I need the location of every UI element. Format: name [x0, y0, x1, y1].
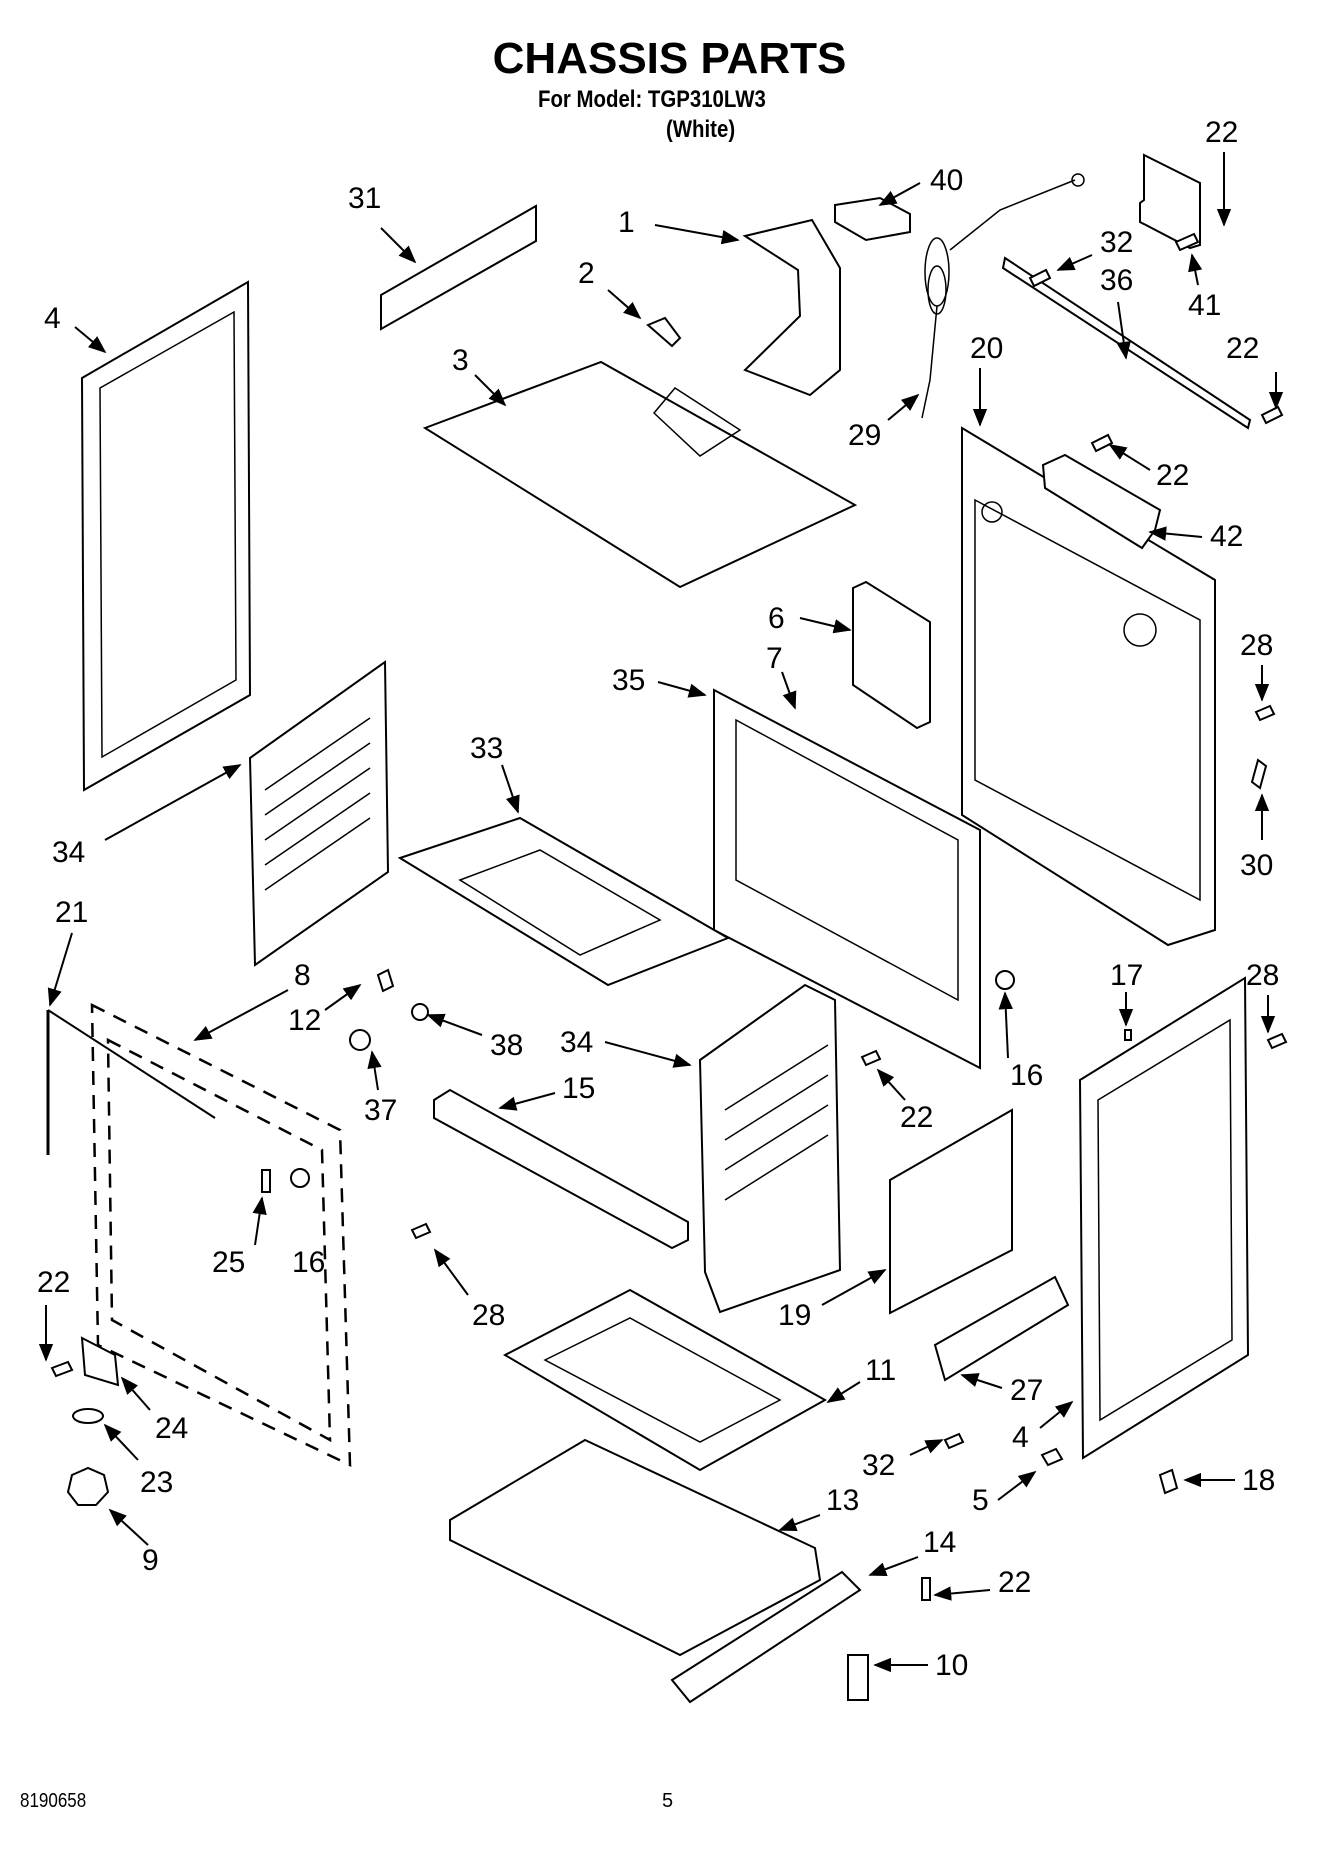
- callout-40: 40: [930, 164, 963, 197]
- part-burner-tray: [397, 816, 731, 987]
- callout-33: 33: [470, 732, 503, 765]
- callout-24: 24: [155, 1412, 188, 1445]
- part-side-panel-left: [80, 280, 252, 792]
- callout-30: 30: [1240, 849, 1273, 882]
- callout-23: 23: [140, 1466, 173, 1499]
- callout-22-right: 22: [1226, 332, 1259, 365]
- callout-12: 12: [288, 1004, 321, 1037]
- part-oven-side-right: [698, 983, 842, 1314]
- part-oven-side-left: [248, 660, 390, 967]
- callout-16-left: 16: [292, 1246, 325, 1279]
- callout-16-right: 16: [1010, 1059, 1043, 1092]
- part-leg-bracket: [80, 1336, 120, 1387]
- callout-14: 14: [923, 1526, 956, 1559]
- callout-32-bottom: 32: [862, 1449, 895, 1482]
- callout-2: 2: [578, 257, 595, 290]
- part-oven-bottom: [502, 1288, 828, 1472]
- part-front-bracket: [670, 1570, 862, 1704]
- callout-42: 42: [1210, 520, 1243, 553]
- part-insulation-sheet: [889, 1108, 1013, 1315]
- callout-22-bottom: 22: [998, 1566, 1031, 1599]
- callout-1: 1: [618, 206, 635, 239]
- document-number: 8190658: [20, 1790, 87, 1812]
- callout-22-center: 22: [900, 1101, 933, 1134]
- callout-11: 11: [865, 1354, 896, 1387]
- part-front-frame-dashed: [90, 1002, 352, 1468]
- callout-25: 25: [212, 1246, 245, 1279]
- callout-22-top-right: 22: [1205, 116, 1238, 149]
- callout-28-right-upper: 28: [1240, 629, 1273, 662]
- callout-29: 29: [848, 419, 881, 452]
- callout-34-left: 34: [52, 836, 85, 869]
- callout-19: 19: [778, 1299, 811, 1332]
- callout-7: 7: [766, 642, 783, 675]
- part-rear-panel: [961, 426, 1216, 947]
- part-insulation-strip: [380, 204, 537, 331]
- callout-31: 31: [348, 182, 381, 215]
- callout-17: 17: [1110, 959, 1143, 992]
- callout-20: 20: [970, 332, 1003, 365]
- callout-4-bottom-right: 4: [1012, 1421, 1029, 1454]
- part-washer: [72, 1408, 104, 1424]
- callout-8: 8: [294, 959, 311, 992]
- part-burner-box-bracket: [742, 218, 841, 397]
- part-oven-front-frame: [713, 688, 981, 1070]
- part-side-panel-right: [1078, 976, 1250, 1460]
- part-insulation-block: [852, 580, 931, 730]
- callout-9: 9: [142, 1544, 159, 1577]
- callout-18: 18: [1242, 1464, 1275, 1497]
- part-bottom-trim: [933, 1275, 1070, 1382]
- callout-22-mid: 22: [1156, 459, 1189, 492]
- model-color: (White): [666, 116, 736, 143]
- callout-4-top-left: 4: [44, 302, 61, 335]
- callout-36: 36: [1100, 264, 1133, 297]
- part-front-rail: [433, 1088, 689, 1250]
- part-clip: [646, 316, 682, 348]
- callout-37: 37: [364, 1094, 397, 1127]
- callout-34-center: 34: [560, 1026, 593, 1059]
- callout-27: 27: [1010, 1374, 1043, 1407]
- page-number: 5: [662, 1790, 674, 1812]
- part-leveling-leg: [847, 1654, 869, 1701]
- callout-28-center: 28: [472, 1299, 505, 1332]
- callout-32-top: 32: [1100, 226, 1133, 259]
- callout-6: 6: [768, 602, 785, 635]
- callout-15: 15: [562, 1072, 595, 1105]
- callout-5: 5: [972, 1484, 989, 1517]
- callout-3: 3: [452, 344, 469, 377]
- part-top-panel: [422, 360, 858, 589]
- model-number: For Model: TGP310LW3: [538, 86, 766, 113]
- part-broiler-pan: [449, 1438, 822, 1657]
- callout-10: 10: [935, 1649, 968, 1682]
- callout-38: 38: [490, 1029, 523, 1062]
- callout-13: 13: [826, 1484, 859, 1517]
- callout-22-left: 22: [37, 1266, 70, 1299]
- part-cover-block: [834, 196, 911, 242]
- page-title: CHASSIS PARTS: [492, 34, 847, 83]
- callout-28-right-lower: 28: [1246, 959, 1279, 992]
- callout-41: 41: [1188, 289, 1221, 322]
- callout-21: 21: [55, 896, 88, 929]
- callout-35: 35: [612, 664, 645, 697]
- part-leveling-foot: [66, 1466, 110, 1506]
- callouts: 31 1 40 22 2 32 36 41 4 3 22 20 29: [37, 116, 1284, 1682]
- part-terminal-bracket: [1139, 153, 1201, 250]
- part-power-cord: [921, 173, 1085, 419]
